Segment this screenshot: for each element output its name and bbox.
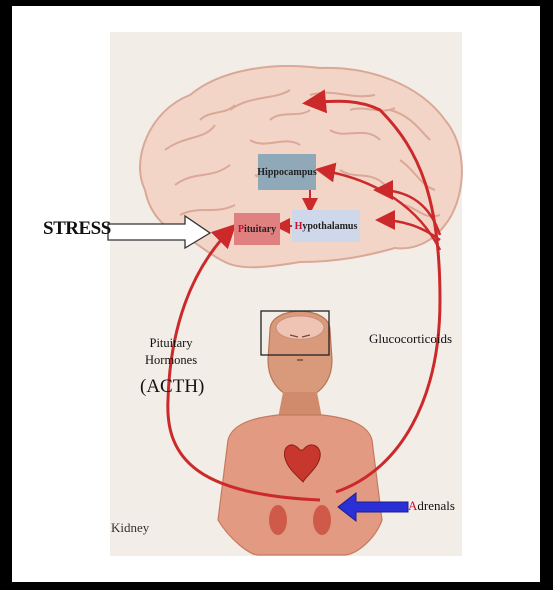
pituitary-hormones-line2: Hormones bbox=[145, 352, 197, 369]
hypothalamus-label: ypothalamus bbox=[302, 221, 357, 232]
adrenals-label-text: drenals bbox=[417, 498, 455, 513]
acth-label: (ACTH) bbox=[140, 376, 204, 398]
adrenals-initial: A bbox=[408, 498, 417, 513]
hippocampus-box: Hippocampus bbox=[258, 154, 316, 190]
hypothalamus-initial: H bbox=[295, 221, 303, 232]
adrenals-label: Adrenals bbox=[408, 498, 455, 514]
pituitary-hormones-label: Pituitary Hormones bbox=[145, 335, 197, 369]
glucocorticoids-label: Glucocorticoids bbox=[369, 331, 452, 347]
human-torso-illustration bbox=[218, 311, 382, 555]
kidney-label: Kidney bbox=[111, 520, 149, 536]
pituitary-label: ituitary bbox=[244, 224, 276, 235]
pituitary-hormones-line1: Pituitary bbox=[145, 335, 197, 352]
hippocampus-label: Hippocampus bbox=[257, 167, 316, 178]
stress-label: STRESS bbox=[43, 218, 111, 240]
